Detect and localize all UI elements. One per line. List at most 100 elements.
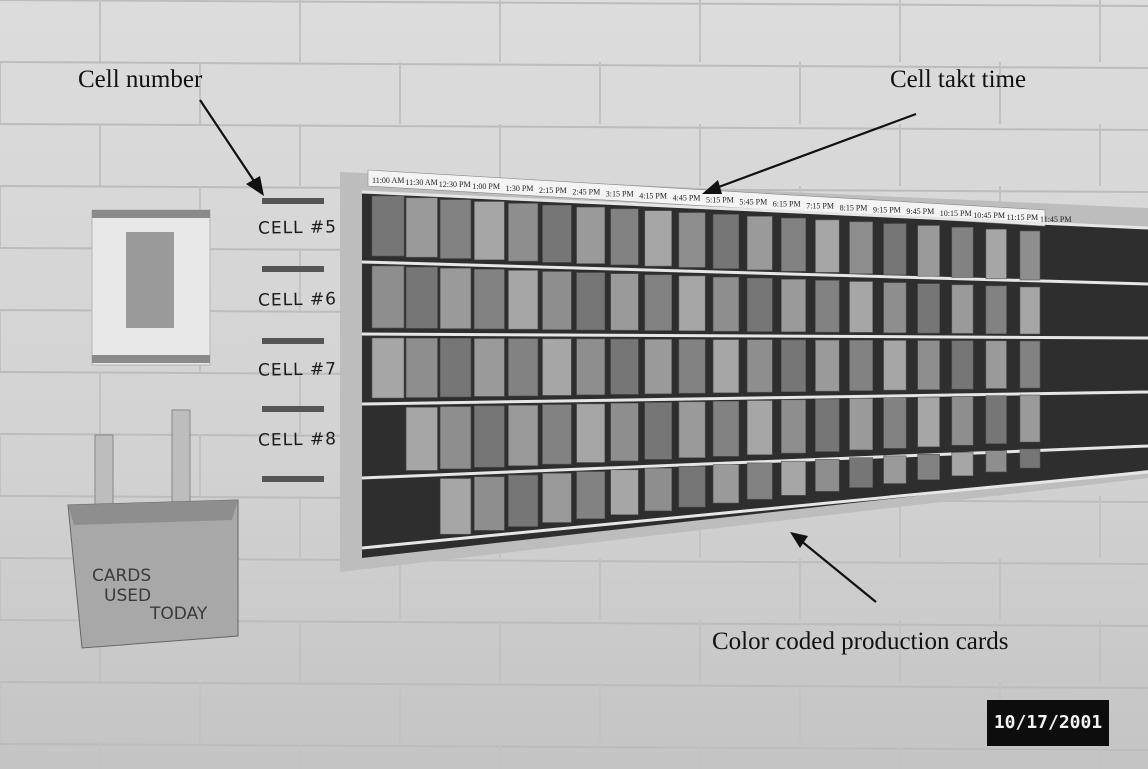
production-card (576, 272, 606, 331)
takt-time-label: 12:30 PM (439, 180, 471, 189)
production-card (712, 400, 740, 457)
production-card (712, 214, 740, 269)
production-card (883, 340, 907, 391)
production-card (610, 208, 639, 266)
box-text-used: USED (104, 586, 152, 606)
production-card (542, 204, 572, 263)
production-card (473, 405, 505, 468)
takt-time-label: 1:00 PM (472, 182, 500, 191)
production-card (883, 455, 907, 484)
production-card (405, 337, 438, 398)
cell-label-8: CELL #8 (257, 429, 338, 451)
production-card (746, 277, 773, 332)
production-card (849, 457, 874, 488)
takt-time-label: 4:15 PM (639, 192, 667, 201)
production-card (508, 338, 539, 397)
cell-number-annotation: Cell number (78, 66, 203, 93)
production-card (815, 459, 840, 492)
production-card (371, 195, 405, 257)
production-card (405, 266, 438, 329)
takt-time-label: 10:45 PM (973, 211, 1005, 220)
production-card (712, 339, 740, 394)
production-card (951, 452, 974, 477)
production-card (371, 265, 405, 329)
takt-time-label: 4:45 PM (673, 194, 701, 203)
box-posts (94, 409, 191, 506)
cards-used-box-lid (68, 500, 238, 525)
production-card (849, 221, 874, 275)
production-card (439, 406, 472, 470)
production-card (780, 460, 806, 496)
production-card (746, 400, 773, 456)
production-card (883, 282, 907, 334)
production-card (1019, 286, 1041, 335)
takt-time-label: 6:15 PM (773, 199, 801, 208)
production-card (917, 340, 940, 390)
date-stamp: 10/17/2001 (987, 700, 1109, 746)
production-card (473, 268, 505, 330)
production-card (917, 453, 940, 481)
box-text-today: TODAY (150, 604, 208, 624)
takt-time-label: 9:15 PM (873, 205, 901, 214)
production-card (405, 197, 438, 258)
production-card (815, 339, 840, 392)
production-card (576, 338, 606, 396)
production-cards-annotation: Color coded production cards (712, 628, 1009, 655)
production-card (542, 338, 572, 396)
production-card (917, 396, 940, 448)
production-card (405, 406, 438, 471)
takt-time-label: 8:15 PM (840, 203, 868, 212)
production-card (985, 228, 1007, 280)
production-card (473, 338, 505, 397)
production-card (985, 340, 1007, 389)
production-card (985, 395, 1007, 444)
production-card (746, 462, 773, 500)
production-card (508, 203, 539, 262)
posted-sheet-tape (92, 210, 210, 218)
production-card (678, 275, 706, 332)
production-card (678, 212, 706, 268)
production-card (746, 216, 773, 271)
production-card (678, 339, 706, 394)
cards-used-box (67, 499, 239, 649)
production-card (951, 284, 974, 334)
takt-time-label: 5:45 PM (739, 197, 767, 206)
production-card (576, 403, 606, 463)
annotation-arrows (199, 99, 917, 603)
production-card (371, 337, 405, 399)
takt-time-label: 11:00 AM (372, 176, 404, 185)
production-card (1019, 340, 1041, 389)
production-card (917, 283, 940, 334)
production-card (780, 399, 806, 454)
production-card (1019, 230, 1041, 281)
posted-sheet-tape-bottom (92, 355, 210, 363)
production-card (508, 474, 539, 527)
production-card (780, 339, 806, 392)
production-card (883, 397, 907, 449)
production-card (1019, 448, 1041, 469)
posted-sheet-graphic (126, 232, 174, 328)
production-card (780, 217, 806, 272)
takt-time-label: 10:15 PM (940, 209, 972, 218)
production-card (849, 398, 874, 451)
production-cards (371, 195, 1041, 535)
production-card (815, 398, 840, 452)
takt-time-label: 9:45 PM (906, 207, 934, 216)
production-card (644, 210, 672, 267)
production-card (610, 469, 639, 515)
production-card (644, 338, 672, 395)
production-card (576, 206, 606, 264)
production-card (542, 404, 572, 465)
production-card (508, 270, 539, 330)
cell-label-7: CELL #7 (257, 359, 338, 381)
production-card (644, 467, 672, 512)
production-card (610, 338, 639, 395)
takt-time-label: 2:45 PM (572, 188, 600, 197)
production-card (678, 401, 706, 458)
production-card (439, 478, 472, 535)
production-card (883, 223, 907, 276)
takt-time-label: 7:15 PM (806, 201, 834, 210)
production-card (712, 464, 740, 504)
